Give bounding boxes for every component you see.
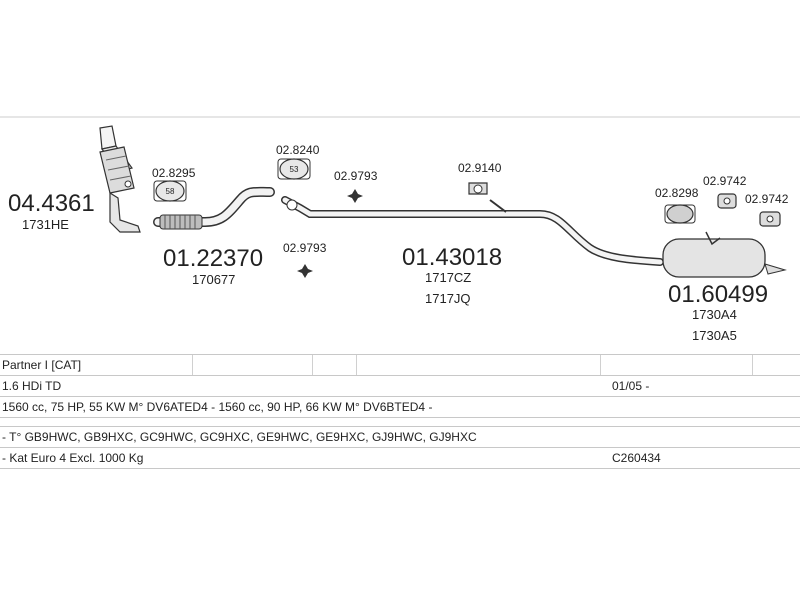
vehicle-spec: 1560 cc, 75 HP, 55 KW M° DV6ATED4 - 1560… bbox=[2, 400, 433, 414]
front-pipe-code: 01.22370 bbox=[163, 245, 263, 272]
clamp-1-code: 02.9793 bbox=[334, 169, 378, 183]
gasket-badge-53: 53 bbox=[290, 165, 299, 174]
gasket-58-icon[interactable]: 58 bbox=[153, 180, 187, 202]
vehicle-date: 01/05 - bbox=[612, 379, 650, 393]
middle-pipe-code: 01.43018 bbox=[402, 244, 502, 271]
rear-silencer-code: 01.60499 bbox=[668, 281, 768, 308]
middle-pipe-ref-2: 1717JQ bbox=[425, 291, 471, 306]
exhaust-diagram: 58 53 bbox=[0, 116, 800, 343]
hanger-2-code: 02.9742 bbox=[703, 174, 747, 188]
vehicle-code: C260434 bbox=[612, 451, 661, 465]
hanger-icon-3[interactable] bbox=[759, 211, 781, 227]
vehicle-engine: 1.6 HDi TD bbox=[2, 379, 62, 393]
spec-row: 1560 cc, 75 HP, 55 KW M° DV6ATED4 - 1560… bbox=[0, 397, 800, 418]
catalytic-converter-ref: 1731HE bbox=[22, 217, 69, 232]
clamp-icon-1[interactable] bbox=[347, 189, 363, 203]
middle-pipe-ref-1: 1717CZ bbox=[425, 270, 471, 285]
clamp-2-code: 02.9793 bbox=[283, 241, 327, 255]
front-pipe-ref: 170677 bbox=[192, 272, 235, 287]
gasket-3-code: 02.8298 bbox=[655, 186, 699, 200]
rear-silencer-ref-1: 1730A4 bbox=[692, 307, 737, 322]
catalytic-converter-part[interactable] bbox=[99, 125, 141, 233]
catalytic-converter-code: 04.4361 bbox=[8, 190, 95, 217]
hanger-icon-1[interactable] bbox=[468, 182, 488, 195]
clamp-icon-2[interactable] bbox=[297, 264, 313, 278]
front-pipe-part[interactable] bbox=[153, 186, 275, 230]
hanger-3-code: 02.9742 bbox=[745, 192, 789, 206]
model-row: Partner I [CAT] bbox=[0, 354, 800, 376]
vehicle-model: Partner I [CAT] bbox=[2, 358, 82, 372]
hanger-1-code: 02.9140 bbox=[458, 161, 502, 175]
vehicle-types: - T° GB9HWC, GB9HXC, GC9HWC, GC9HXC, GE9… bbox=[2, 430, 477, 444]
rear-silencer-ref-2: 1730A5 bbox=[692, 328, 737, 343]
vehicle-kat: - Kat Euro 4 Excl. 1000 Kg bbox=[2, 451, 144, 465]
vehicle-info-table: Partner I [CAT] 1.6 HDi TD 01/05 - 1560 … bbox=[0, 354, 800, 469]
types-row: - T° GB9HWC, GB9HXC, GC9HWC, GC9HXC, GE9… bbox=[0, 427, 800, 448]
hanger-icon-2[interactable] bbox=[717, 193, 737, 209]
gasket-1-code: 02.8295 bbox=[152, 166, 196, 180]
spacer-row bbox=[0, 418, 800, 427]
gasket-02-8298-icon[interactable] bbox=[664, 204, 696, 224]
gasket-53-icon[interactable]: 53 bbox=[277, 158, 311, 180]
engine-row: 1.6 HDi TD 01/05 - bbox=[0, 376, 800, 397]
middle-pipe-part[interactable] bbox=[281, 196, 664, 266]
gasket-2-code: 02.8240 bbox=[276, 143, 320, 157]
rear-silencer-part[interactable] bbox=[662, 231, 787, 278]
gasket-badge-58: 58 bbox=[166, 187, 175, 196]
kat-row: - Kat Euro 4 Excl. 1000 Kg C260434 bbox=[0, 448, 800, 469]
